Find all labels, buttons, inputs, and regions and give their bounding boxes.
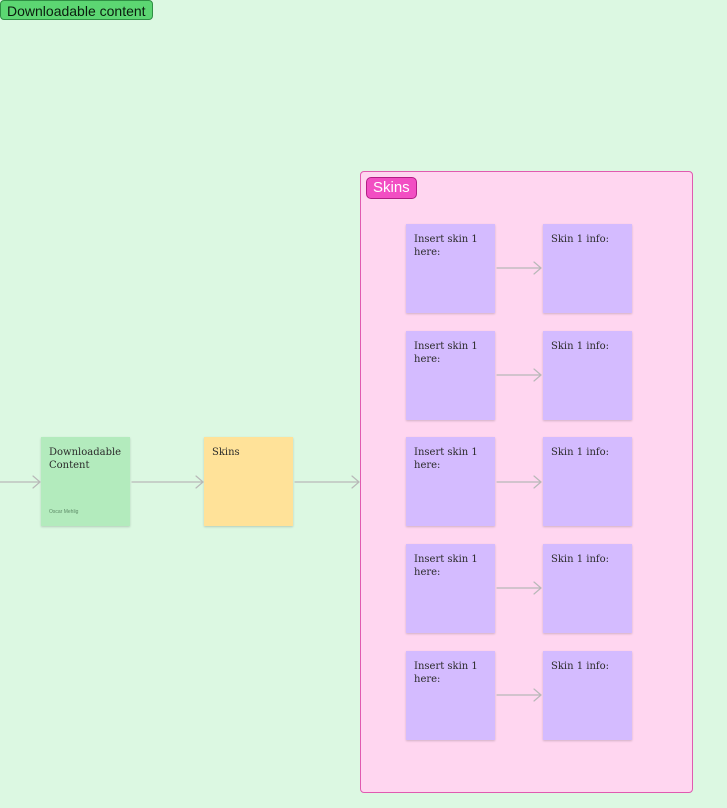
skin-info-note[interactable]: Skin 1 info: (543, 437, 632, 526)
insert-skin-note[interactable]: Insert skin 1 here: (406, 544, 495, 633)
skins-note[interactable]: Skins (204, 437, 293, 526)
skin-info-note-text: Skin 1 info: (551, 234, 609, 245)
skin-info-note[interactable]: Skin 1 info: (543, 544, 632, 633)
skins-frame-title[interactable]: Skins (366, 177, 417, 199)
skin-info-note-text: Skin 1 info: (551, 661, 609, 672)
connector-arrow[interactable] (131, 475, 204, 489)
insert-skin-note-text: Insert skin 1 here: (414, 234, 478, 258)
note-author-label: Oscar Mehlig (49, 509, 79, 515)
insert-skin-note[interactable]: Insert skin 1 here: (406, 224, 495, 313)
skin-info-note[interactable]: Skin 1 info: (543, 331, 632, 420)
skin-info-note-text: Skin 1 info: (551, 341, 609, 352)
insert-skin-note[interactable]: Insert skin 1 here: (406, 437, 495, 526)
downloadable-content-note[interactable]: Downloadable Content Oscar Mehlig (41, 437, 130, 526)
insert-skin-note-text: Insert skin 1 here: (414, 447, 478, 471)
insert-skin-note-text: Insert skin 1 here: (414, 341, 478, 365)
skins-note-text: Skins (212, 447, 240, 458)
skin-info-note-text: Skin 1 info: (551, 447, 609, 458)
skin-info-note[interactable]: Skin 1 info: (543, 651, 632, 740)
downloadable-content-note-text: Downloadable Content (49, 447, 122, 471)
connector-arrow[interactable] (0, 475, 41, 489)
insert-skin-note[interactable]: Insert skin 1 here: (406, 651, 495, 740)
skin-info-note[interactable]: Skin 1 info: (543, 224, 632, 313)
section-title-tag[interactable]: Downloadable content (0, 0, 153, 20)
connector-arrow[interactable] (294, 475, 360, 489)
skin-info-note-text: Skin 1 info: (551, 554, 609, 565)
insert-skin-note-text: Insert skin 1 here: (414, 661, 478, 685)
insert-skin-note-text: Insert skin 1 here: (414, 554, 478, 578)
insert-skin-note[interactable]: Insert skin 1 here: (406, 331, 495, 420)
